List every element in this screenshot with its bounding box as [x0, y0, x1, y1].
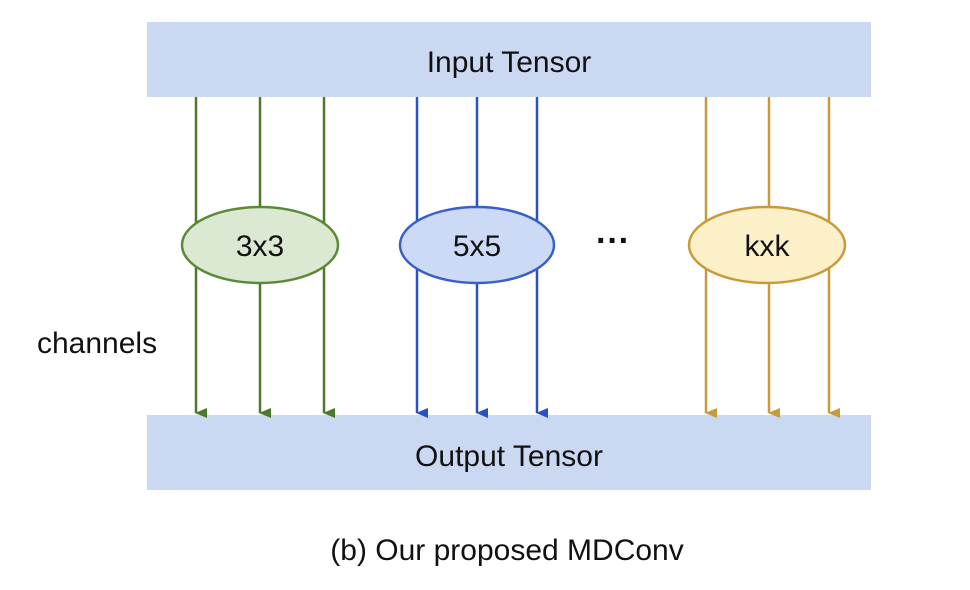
- kernel-label-5x5: 5x5: [453, 230, 501, 263]
- kernel-group-3x3: 3x3: [180, 97, 340, 418]
- output-tensor-label: Output Tensor: [415, 440, 603, 473]
- kernel-group-kxk: kxk: [687, 97, 847, 418]
- channels-label: channels: [37, 327, 157, 360]
- kernel-node-5x5: [398, 205, 556, 285]
- input-tensor-box: [147, 22, 871, 97]
- kernel-group-5x5: 5x5: [398, 97, 556, 418]
- kernel-label-3x3: 3x3: [236, 230, 284, 263]
- kernel-label-kxk: kxk: [745, 230, 791, 263]
- output-tensor-box: [147, 415, 871, 490]
- kernel-node-3x3: [180, 205, 340, 285]
- ellipsis-dots: ···: [596, 222, 630, 260]
- kernel-node-kxk: [687, 205, 847, 285]
- input-tensor-label: Input Tensor: [427, 46, 592, 79]
- figure-caption: (b) Our proposed MDConv: [330, 534, 683, 567]
